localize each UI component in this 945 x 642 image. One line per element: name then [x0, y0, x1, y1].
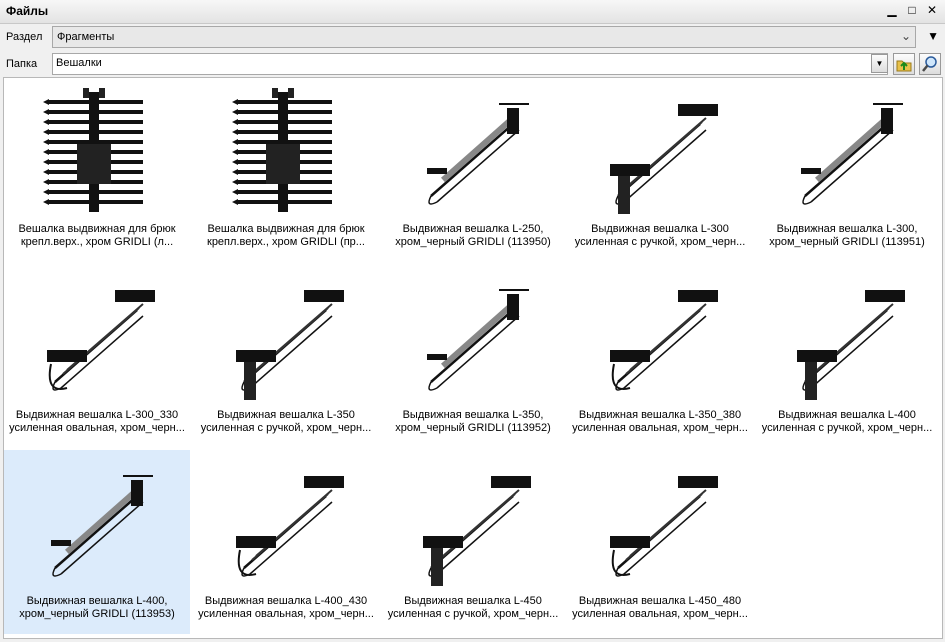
folder-value: Вешалки [56, 57, 102, 69]
close-button[interactable]: ✕ [926, 3, 938, 17]
file-tile[interactable]: Выдвижная вешалка L-400,хром_черный GRID… [4, 450, 190, 634]
section-label: Раздел [6, 31, 43, 43]
folder-row: Папка Вешалки ▼ [0, 51, 945, 77]
file-caption-line2: усиленная овальная, хром_черн... [9, 422, 185, 434]
file-caption-line1: Выдвижная вешалка L-300 [591, 223, 729, 235]
file-tile[interactable]: Выдвижная вешалка L-300,хром_черный GRID… [754, 78, 940, 262]
file-caption-line1: Вешалка выдвижная для брюк [18, 223, 176, 235]
hanger-simple-icon [427, 103, 529, 205]
title-bar: Файлы ▁ □ ✕ [0, 0, 945, 24]
file-caption-line1: Вешалка выдвижная для брюк [207, 223, 365, 235]
file-caption-line2: усиленная с ручкой, хром_черн... [574, 236, 746, 248]
file-caption-line1: Выдвижная вешалка L-350_380 [578, 409, 742, 421]
file-caption-line2: хром_черный GRIDLI (113950) [395, 236, 551, 248]
file-caption-line2: усиленная с ручкой, хром_черн... [200, 422, 372, 434]
folder-dropdown-button[interactable]: ▼ [871, 54, 888, 73]
search-button[interactable] [919, 53, 941, 75]
file-caption-line1: Выдвижная вешалка L-300_330 [15, 409, 179, 421]
maximize-button[interactable]: □ [908, 3, 916, 17]
section-select[interactable]: Фрагменты ⌄ [52, 26, 916, 48]
folder-field[interactable]: Вешалки [52, 53, 888, 75]
window-controls: ▁ □ ✕ [885, 3, 939, 17]
folder-up-button[interactable] [893, 53, 915, 75]
hanger-simple-icon [51, 475, 153, 577]
section-row: Раздел Фрагменты ⌄ ▼ [0, 24, 945, 50]
file-caption: Выдвижная вешалка L-350,хром_черный GRID… [382, 409, 564, 435]
file-caption-line2: хром_черный GRIDLI (113953) [19, 608, 175, 620]
hanger-oval-icon [610, 290, 718, 391]
file-caption-line1: Выдвижная вешалка L-350, [402, 409, 544, 421]
file-caption-line2: хром_черный GRIDLI (113951) [769, 236, 925, 248]
file-caption-line2: усиленная овальная, хром_черн... [572, 422, 748, 434]
file-tile[interactable]: Выдвижная вешалка L-250,хром_черный GRID… [380, 78, 566, 262]
hanger-simple-icon [801, 103, 903, 205]
search-icon [922, 56, 937, 72]
hanger-handle-icon [236, 290, 344, 400]
trouser-rack-icon [43, 88, 143, 212]
file-caption-line2: усиленная с ручкой, хром_черн... [761, 422, 933, 434]
hanger-simple-icon [427, 289, 529, 391]
minimize-button[interactable]: ▁ [887, 3, 897, 17]
window-title: Файлы [6, 4, 49, 18]
file-caption-line2: крепл.верх., хром GRIDLI (пр... [207, 236, 365, 248]
file-caption-line1: Выдвижная вешалка L-250, [402, 223, 544, 235]
hanger-handle-icon [797, 290, 905, 400]
trouser-rack-icon [232, 88, 332, 212]
file-caption-line2: усиленная с ручкой, хром_черн... [387, 608, 559, 620]
folder-label: Папка [6, 58, 38, 70]
file-caption-line2: усиленная овальная, хром_черн... [572, 608, 748, 620]
file-caption-line1: Выдвижная вешалка L-400, [26, 595, 168, 607]
hanger-oval-icon [610, 476, 718, 577]
hanger-oval-icon [47, 290, 155, 391]
file-caption-line1: Выдвижная вешалка L-300, [776, 223, 918, 235]
file-caption-line1: Выдвижная вешалка L-350 [217, 409, 355, 421]
chevron-down-icon: ⌄ [900, 29, 911, 43]
hanger-handle-icon [610, 104, 718, 214]
file-caption: Выдвижная вешалка L-300,хром_черный GRID… [756, 223, 938, 249]
folder-up-icon [896, 60, 912, 72]
file-caption: Выдвижная вешалка L-250,хром_черный GRID… [382, 223, 564, 249]
hanger-oval-icon [236, 476, 344, 577]
file-caption-line1: Выдвижная вешалка L-450 [404, 595, 542, 607]
file-caption-line2: крепл.верх., хром GRIDLI (л... [20, 236, 174, 248]
file-caption-line2: хром_черный GRIDLI (113952) [395, 422, 551, 434]
file-caption-line1: Выдвижная вешалка L-400_430 [204, 595, 368, 607]
file-caption: Выдвижная вешалка L-400,хром_черный GRID… [6, 595, 188, 621]
hanger-handle-icon [423, 476, 531, 586]
section-menu-button[interactable]: ▼ [927, 29, 939, 43]
file-caption-line1: Выдвижная вешалка L-400 [778, 409, 916, 421]
file-caption-line1: Выдвижная вешалка L-450_480 [578, 595, 742, 607]
file-tile[interactable]: Выдвижная вешалка L-350,хром_черный GRID… [380, 264, 566, 448]
file-caption-line2: усиленная овальная, хром_черн... [198, 608, 374, 620]
section-value: Фрагменты [57, 31, 115, 43]
